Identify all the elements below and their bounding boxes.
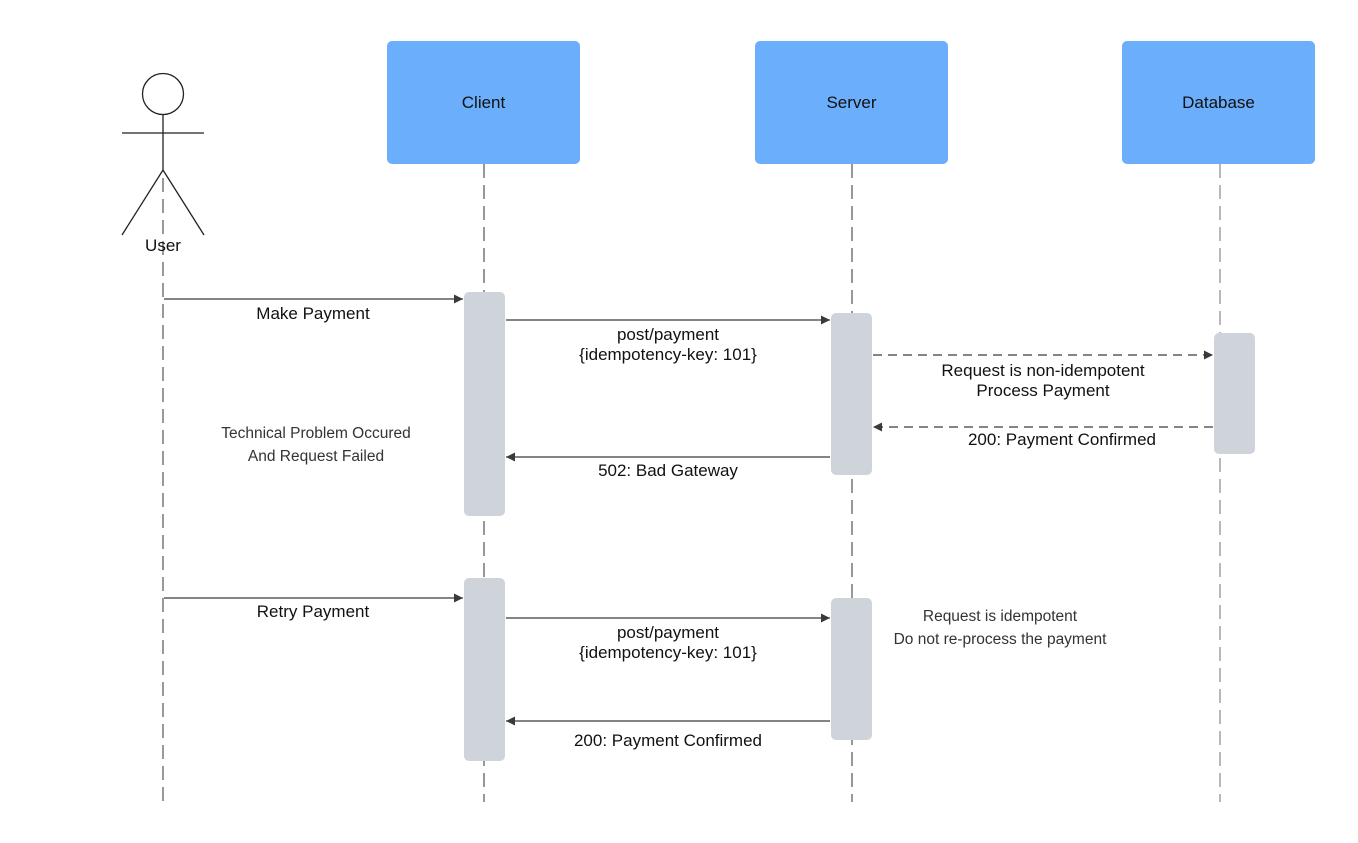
- server-activation-1: [831, 313, 872, 475]
- post-payment-1-path: post/payment: [616, 325, 720, 344]
- idempotent-note: Request is idempotent Do not re-process …: [860, 605, 1140, 651]
- server-label: Server: [826, 92, 877, 112]
- db-confirmed-label: 200: Payment Confirmed: [967, 430, 1157, 449]
- failure-note: Technical Problem Occured And Request Fa…: [186, 422, 446, 468]
- user-actor-icon: [121, 72, 205, 236]
- db-request-label: Request is non-idempotent Process Paymen…: [903, 361, 1183, 401]
- user-label: User: [145, 236, 181, 255]
- database-participant: Database: [1122, 41, 1315, 164]
- post-payment-1-key: {idempotency-key: 101}: [579, 345, 757, 364]
- client-label: Client: [461, 92, 506, 112]
- retry-payment-label: Retry Payment: [256, 602, 370, 621]
- make-payment-label: Make Payment: [256, 304, 370, 323]
- client-participant: Client: [387, 41, 580, 164]
- db-request-line2: Process Payment: [976, 381, 1110, 400]
- final-confirmed-label: 200: Payment Confirmed: [573, 731, 763, 750]
- post-payment-1-label: post/payment {idempotency-key: 101}: [568, 325, 768, 365]
- database-label: Database: [1182, 92, 1255, 112]
- idempotent-note-line2: Do not re-process the payment: [893, 631, 1107, 648]
- server-participant: Server: [755, 41, 948, 164]
- post-payment-2-key: {idempotency-key: 101}: [579, 643, 757, 662]
- server-activation-2: [831, 598, 872, 740]
- failure-note-line2: And Request Failed: [247, 448, 385, 465]
- client-activation-1: [464, 292, 505, 516]
- failure-note-line1: Technical Problem Occured: [221, 425, 411, 442]
- db-request-line1: Request is non-idempotent: [941, 361, 1145, 380]
- client-activation-2: [464, 578, 505, 761]
- bad-gateway-label: 502: Bad Gateway: [598, 461, 738, 480]
- post-payment-2-path: post/payment: [616, 623, 720, 642]
- database-activation-1: [1214, 333, 1255, 454]
- post-payment-2-label: post/payment {idempotency-key: 101}: [568, 623, 768, 663]
- idempotent-note-line1: Request is idempotent: [922, 608, 1078, 625]
